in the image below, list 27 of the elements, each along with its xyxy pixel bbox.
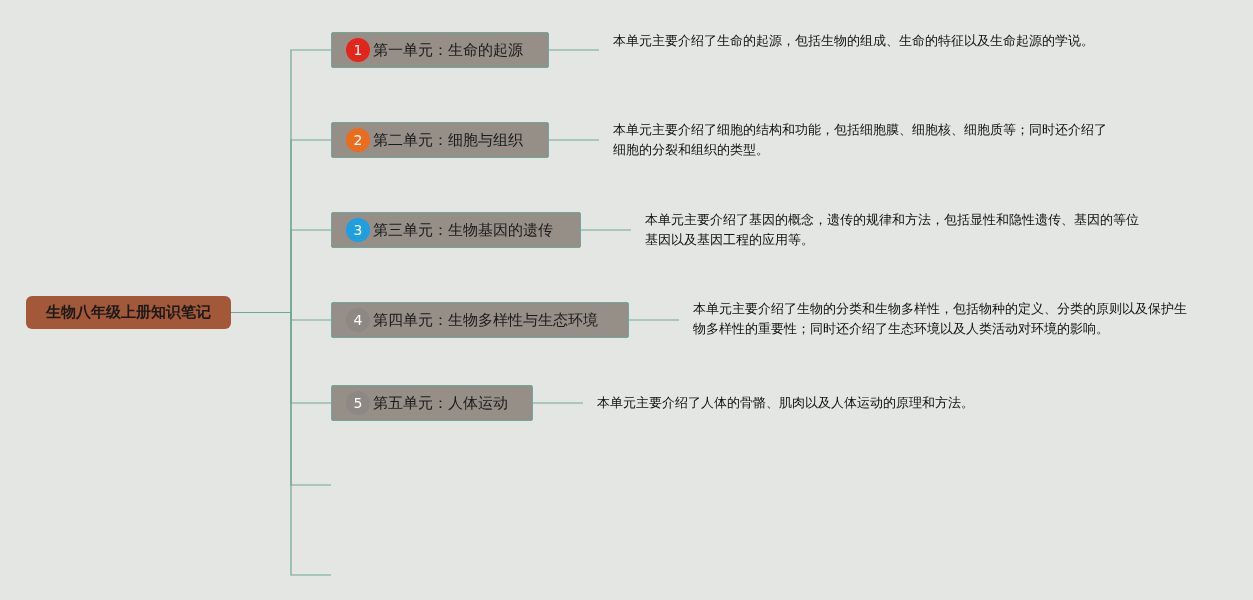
topic-box xyxy=(331,385,533,421)
number-badge: 1 xyxy=(346,38,370,62)
topic-box xyxy=(331,122,549,158)
number-badge: 2 xyxy=(346,128,370,152)
connector-line xyxy=(548,139,600,141)
connector-line xyxy=(532,402,584,404)
number-badge: 3 xyxy=(346,218,370,242)
topic-box xyxy=(331,212,581,248)
number-badge: 4 xyxy=(346,308,370,332)
root-topic-title: 生物八年级上册知识笔记 xyxy=(46,303,211,322)
number-badge: 5 xyxy=(346,391,370,415)
unit-title: 第五单元：人体运动 xyxy=(373,393,508,413)
connector-line xyxy=(548,49,600,51)
connector-line xyxy=(580,229,632,231)
unit-title: 第四单元：生物多样性与生态环境 xyxy=(373,310,598,330)
description-text: 本单元主要介绍了生物的分类和生物多样性，包括物种的定义、分类的原则以及保护生物多样性的重要性；同时还介绍了生态环境以及人类活动对环境的影响。 xyxy=(693,299,1193,339)
topic-box xyxy=(331,302,629,338)
unit-title: 第二单元：细胞与组织 xyxy=(373,130,523,150)
root-topic-box xyxy=(26,296,231,329)
unit-title: 第一单元：生命的起源 xyxy=(373,40,523,60)
description-text: 本单元主要介绍了生命的起源，包括生物的组成、生命的特征以及生命起源的学说。 xyxy=(613,31,1113,51)
connector-line xyxy=(628,319,680,321)
description-text: 本单元主要介绍了基因的概念，遗传的规律和方法，包括显性和隐性遗传、基因的等位基因以及基因工程的应用等。 xyxy=(645,210,1145,250)
description-text: 本单元主要介绍了人体的骨骼、肌肉以及人体运动的原理和方法。 xyxy=(597,393,1077,413)
topic-box xyxy=(331,32,549,68)
description-text: 本单元主要介绍了细胞的结构和功能，包括细胞膜、细胞核、细胞质等；同时还介绍了细胞的分裂和组织的类型。 xyxy=(613,120,1113,160)
unit-title: 第三单元：生物基因的遗传 xyxy=(373,220,553,240)
